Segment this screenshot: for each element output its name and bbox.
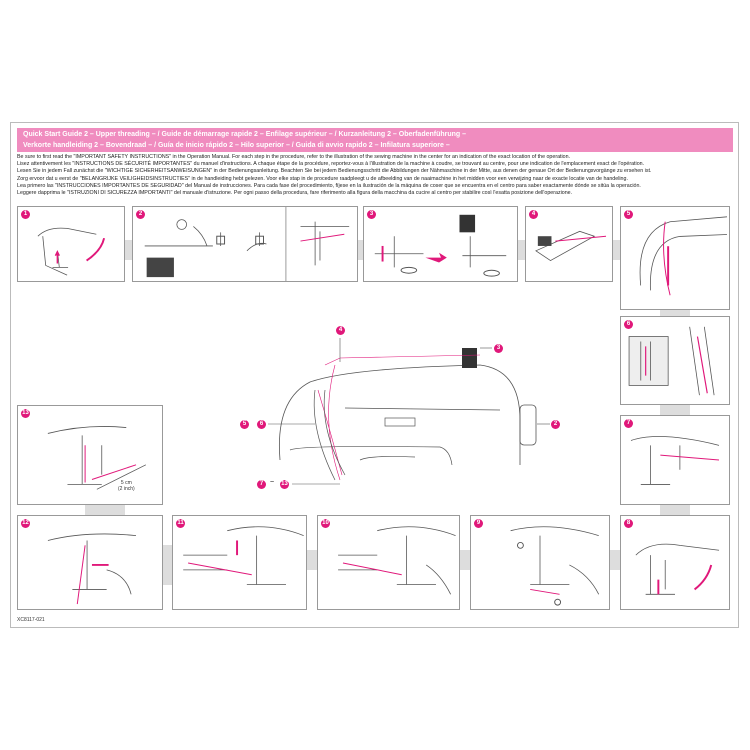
step-number: 6: [624, 320, 633, 329]
step-6-panel: 6: [620, 316, 730, 405]
step-number: 8: [624, 519, 633, 528]
title-line-2: Verkorte handleiding 2 – Bovendraad – / …: [23, 142, 450, 149]
title-banner: Quick Start Guide 2 – Upper threading – …: [17, 128, 733, 152]
length-inch: (2 inch): [118, 486, 135, 492]
connector: [610, 550, 620, 570]
connector: [163, 545, 172, 585]
connector: [660, 505, 690, 515]
step-4-panel: 4: [525, 206, 613, 282]
document-code: XC8117-021: [17, 617, 45, 623]
intro-en: Be sure to first read the "IMPORTANT SAF…: [17, 154, 571, 160]
connector: [660, 405, 690, 415]
step-number: 7: [624, 419, 633, 428]
step-13-panel: 13 5 cm(2 inch): [17, 405, 163, 505]
step-9-panel: 9: [470, 515, 610, 610]
step-10-panel: 10: [317, 515, 460, 610]
step-7-panel: 7: [620, 415, 730, 505]
step-number: 1: [21, 210, 30, 219]
step-number: 2: [136, 210, 145, 219]
callout-5: 5: [240, 420, 249, 429]
step-12-panel: 12: [17, 515, 163, 610]
step-number: 3: [367, 210, 376, 219]
intro-fr: Lisez attentivement les "INSTRUCTIONS DE…: [17, 161, 645, 168]
intro-de: Lesen Sie in jedem Fall zunächst die "WI…: [17, 168, 652, 175]
callout-4: 4: [336, 326, 345, 335]
guide-sheet: [10, 122, 739, 628]
callout-range: ~: [270, 479, 275, 486]
step-number: 9: [474, 519, 483, 528]
step-number: 13: [21, 409, 30, 418]
step-1-panel: 1: [17, 206, 125, 282]
intro-nl: Zorg ervoor dat u eerst de "BELANGRIJKE …: [17, 175, 628, 182]
connector: [307, 550, 317, 570]
step-8-panel: 8: [620, 515, 730, 610]
step-3-panel: 3: [363, 206, 518, 282]
step-5-panel: 5: [620, 206, 730, 310]
step-number: 12: [21, 519, 30, 528]
connector: [358, 240, 364, 260]
connector: [85, 505, 125, 515]
step-number: 5: [624, 210, 633, 219]
callout-3: 3: [494, 344, 503, 353]
connector: [125, 240, 133, 260]
callout-13: 13: [280, 480, 289, 489]
title-line-1: Quick Start Guide 2 – Upper threading – …: [23, 131, 467, 138]
callout-2: 2: [551, 420, 560, 429]
step-11-panel: 11: [172, 515, 307, 610]
center-machine-illustration: 4 3 5 6 2 7 ~ 13: [230, 320, 560, 500]
connector: [660, 310, 690, 316]
intro-es: Lea primero las "INSTRUCCIONES IMPORTANT…: [17, 182, 641, 189]
intro-text: Be sure to first read the "IMPORTANT SAF…: [17, 154, 733, 197]
intro-it: Leggere dapprima le "ISTRUZIONI DI SICUR…: [17, 190, 573, 197]
step-number: 11: [176, 519, 185, 528]
connector: [613, 240, 621, 260]
step-number: 10: [321, 519, 330, 528]
length-label: 5 cm(2 inch): [118, 480, 135, 492]
callout-6: 6: [257, 420, 266, 429]
length-cm: 5 cm: [120, 480, 132, 486]
step-2-panel: 2: [132, 206, 358, 282]
connector: [518, 240, 526, 260]
connector: [460, 550, 470, 570]
callout-7: 7: [257, 480, 266, 489]
step-number: 4: [529, 210, 538, 219]
